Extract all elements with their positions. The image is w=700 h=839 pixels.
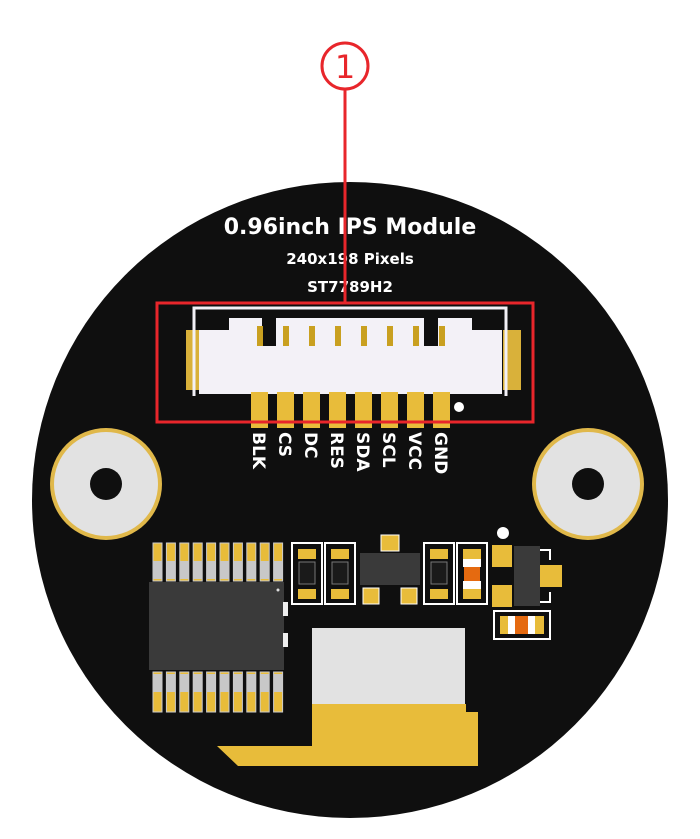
pin-label-scl: SCL bbox=[378, 432, 398, 468]
ic-pin-lead bbox=[246, 561, 256, 579]
voltage-regulator bbox=[360, 534, 420, 605]
ic-pin-lead bbox=[206, 674, 216, 692]
capacitor bbox=[493, 610, 551, 640]
mounting-hole-left bbox=[50, 428, 162, 540]
pin-label-dc: DC bbox=[300, 432, 320, 459]
resistor bbox=[423, 542, 455, 605]
callout-marker: 1 bbox=[155, 41, 535, 424]
ic-pin-lead bbox=[153, 674, 162, 692]
ic-pin-lead bbox=[166, 561, 176, 579]
ic-pin-lead bbox=[273, 561, 283, 579]
capacitor bbox=[456, 542, 488, 605]
ic-pin-lead bbox=[193, 561, 203, 579]
callout-number: 1 bbox=[335, 48, 355, 86]
pin-label-cs: CS bbox=[274, 432, 294, 457]
ic-chip bbox=[149, 542, 288, 713]
pin-labels: BLK CS DC RES SDA SCL VCC GND bbox=[248, 432, 450, 474]
pin-label-sda: SDA bbox=[352, 432, 372, 472]
ic-pin-lead bbox=[153, 561, 162, 579]
ic-pin-lead bbox=[206, 561, 216, 579]
fpc-connector bbox=[186, 306, 521, 428]
board-title: 0.96inch IPS Module bbox=[224, 215, 477, 240]
board-driver: ST7789H2 bbox=[307, 278, 393, 296]
ic-pin-lead bbox=[220, 561, 229, 579]
ic-pin-lead bbox=[179, 561, 189, 579]
resistor bbox=[324, 542, 356, 605]
ic-pin-lead bbox=[233, 561, 243, 579]
flex-cable bbox=[217, 628, 478, 766]
resistor bbox=[291, 542, 323, 605]
smd-components bbox=[291, 527, 562, 640]
mounting-hole-right bbox=[532, 428, 644, 540]
ic-pin-lead bbox=[260, 674, 270, 692]
transistor bbox=[492, 545, 562, 607]
ic-pin-lead bbox=[260, 561, 270, 579]
board-resolution: 240x198 Pixels bbox=[286, 250, 414, 268]
ic-pin-lead bbox=[246, 674, 256, 692]
pin-label-blk: BLK bbox=[248, 432, 268, 470]
pin-label-res: RES bbox=[326, 432, 346, 469]
pin-label-gnd: GND bbox=[430, 432, 450, 474]
pin-label-vcc: VCC bbox=[404, 432, 424, 470]
ic-pin-lead bbox=[193, 674, 203, 692]
ic-pin-lead bbox=[233, 674, 243, 692]
ic-pin-lead bbox=[273, 674, 283, 692]
ic-pin-lead bbox=[166, 674, 176, 692]
ic-pin-lead bbox=[179, 674, 189, 692]
ic-pin-lead bbox=[220, 674, 229, 692]
